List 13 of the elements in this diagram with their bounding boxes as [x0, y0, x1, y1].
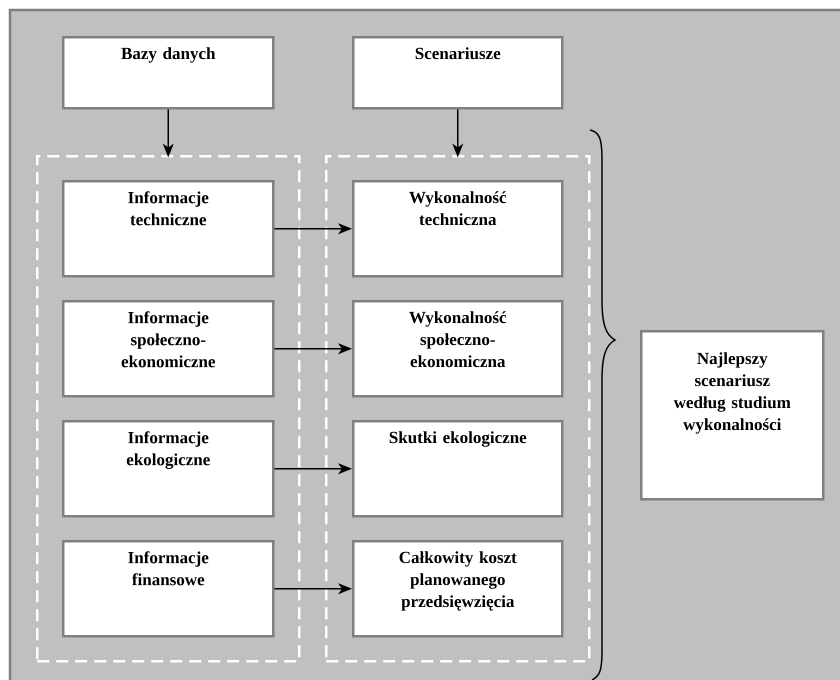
process-box: Informacje ekologiczne [62, 420, 274, 518]
process-box: Informacje finansowe [62, 540, 274, 638]
process-box: Informacje społeczno- ekonomiczne [62, 300, 274, 398]
process-box: Całkowity koszt planowanego przedsięwzięcia [352, 540, 564, 638]
process-box: Scenariusze [352, 36, 564, 110]
process-box: Wykonalność techniczna [352, 180, 564, 278]
dashed-group-frame [325, 155, 590, 662]
process-box: Najlepszy scenariusz według studium wykonalności [640, 330, 824, 500]
dashed-group-frame [36, 155, 300, 662]
process-box: Informacje techniczne [62, 180, 274, 278]
process-box: Skutki ekologiczne [352, 420, 564, 518]
process-box: Bazy danych [62, 36, 274, 110]
process-box: Wykonalność społeczno- ekonomiczna [352, 300, 564, 398]
